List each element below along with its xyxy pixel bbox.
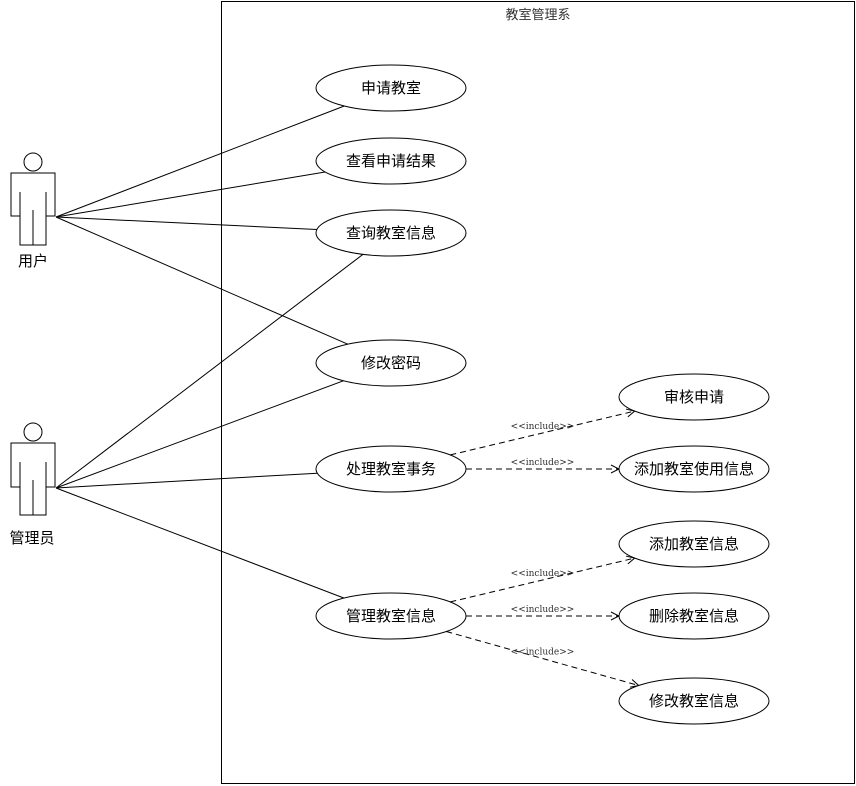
include-stereotype-label: <<include>> <box>511 605 575 615</box>
include-stereotype-label: <<include>> <box>511 569 575 579</box>
system-boundary <box>221 1 855 784</box>
association-user-uc1 <box>55 105 345 218</box>
use-case-label: 添加教室信息 <box>649 535 739 553</box>
use-case-handle-classroom-affairs[interactable]: 处理教室事务 <box>315 445 467 493</box>
use-case-label: 修改教室信息 <box>649 692 739 710</box>
include-arrow-uc9-uc11 <box>446 631 638 686</box>
use-case-label: 添加教室使用信息 <box>634 460 754 478</box>
use-case-review-application[interactable]: 审核申请 <box>618 373 770 421</box>
association-user-uc2 <box>55 171 326 218</box>
actor-admin[interactable]: 管理员 <box>9 422 56 547</box>
association-admin-uc4 <box>55 380 344 489</box>
use-case-label: 管理教室信息 <box>346 607 436 625</box>
include-relations: <<include>> <<include>> <<include>> <<inclu… <box>446 411 638 685</box>
use-case-add-usage-info[interactable]: 添加教室使用信息 <box>618 445 770 493</box>
include-stereotype-label: <<include>> <box>511 648 575 658</box>
include-arrow-uc6-uc5 <box>450 411 634 456</box>
use-case-apply-classroom[interactable]: 申请教室 <box>315 64 467 112</box>
association-admin-uc9 <box>55 487 345 599</box>
use-case-manage-classroom-info[interactable]: 管理教室信息 <box>315 592 467 640</box>
use-case-label: 申请教室 <box>361 79 421 97</box>
use-case-label: 查看申请结果 <box>346 152 436 170</box>
actor-label: 管理员 <box>9 529 54 547</box>
actor-user[interactable]: 用户 <box>10 152 56 270</box>
use-case-delete-classroom-info[interactable]: 删除教室信息 <box>618 592 770 640</box>
use-case-add-classroom-info[interactable]: 添加教室信息 <box>618 520 770 568</box>
use-case-view-apply-result[interactable]: 查看申请结果 <box>315 137 467 185</box>
use-case-modify-classroom-info[interactable]: 修改教室信息 <box>618 677 770 725</box>
association-lines <box>55 105 364 599</box>
include-stereotype-label: <<include>> <box>511 422 575 432</box>
use-case-change-password[interactable]: 修改密码 <box>315 339 467 387</box>
association-admin-uc3 <box>55 253 364 489</box>
include-arrow-uc9-uc8 <box>450 558 634 603</box>
association-user-uc3 <box>55 216 317 230</box>
use-case-label: 删除教室信息 <box>649 607 739 625</box>
association-admin-uc6 <box>55 472 318 489</box>
use-case-label: 审核申请 <box>664 388 724 406</box>
use-case-label: 处理教室事务 <box>346 460 436 478</box>
use-case-label: 修改密码 <box>361 354 421 372</box>
actor-label: 用户 <box>18 252 48 270</box>
system-title: 教室管理系 <box>505 7 570 23</box>
use-case-query-classroom-info[interactable]: 查询教室信息 <box>315 209 467 257</box>
use-case-label: 查询教室信息 <box>346 224 436 242</box>
actor-figure-icon <box>10 422 56 516</box>
association-user-uc4 <box>55 216 348 345</box>
actor-figure-icon <box>10 152 56 246</box>
include-stereotype-label: <<include>> <box>511 458 575 468</box>
